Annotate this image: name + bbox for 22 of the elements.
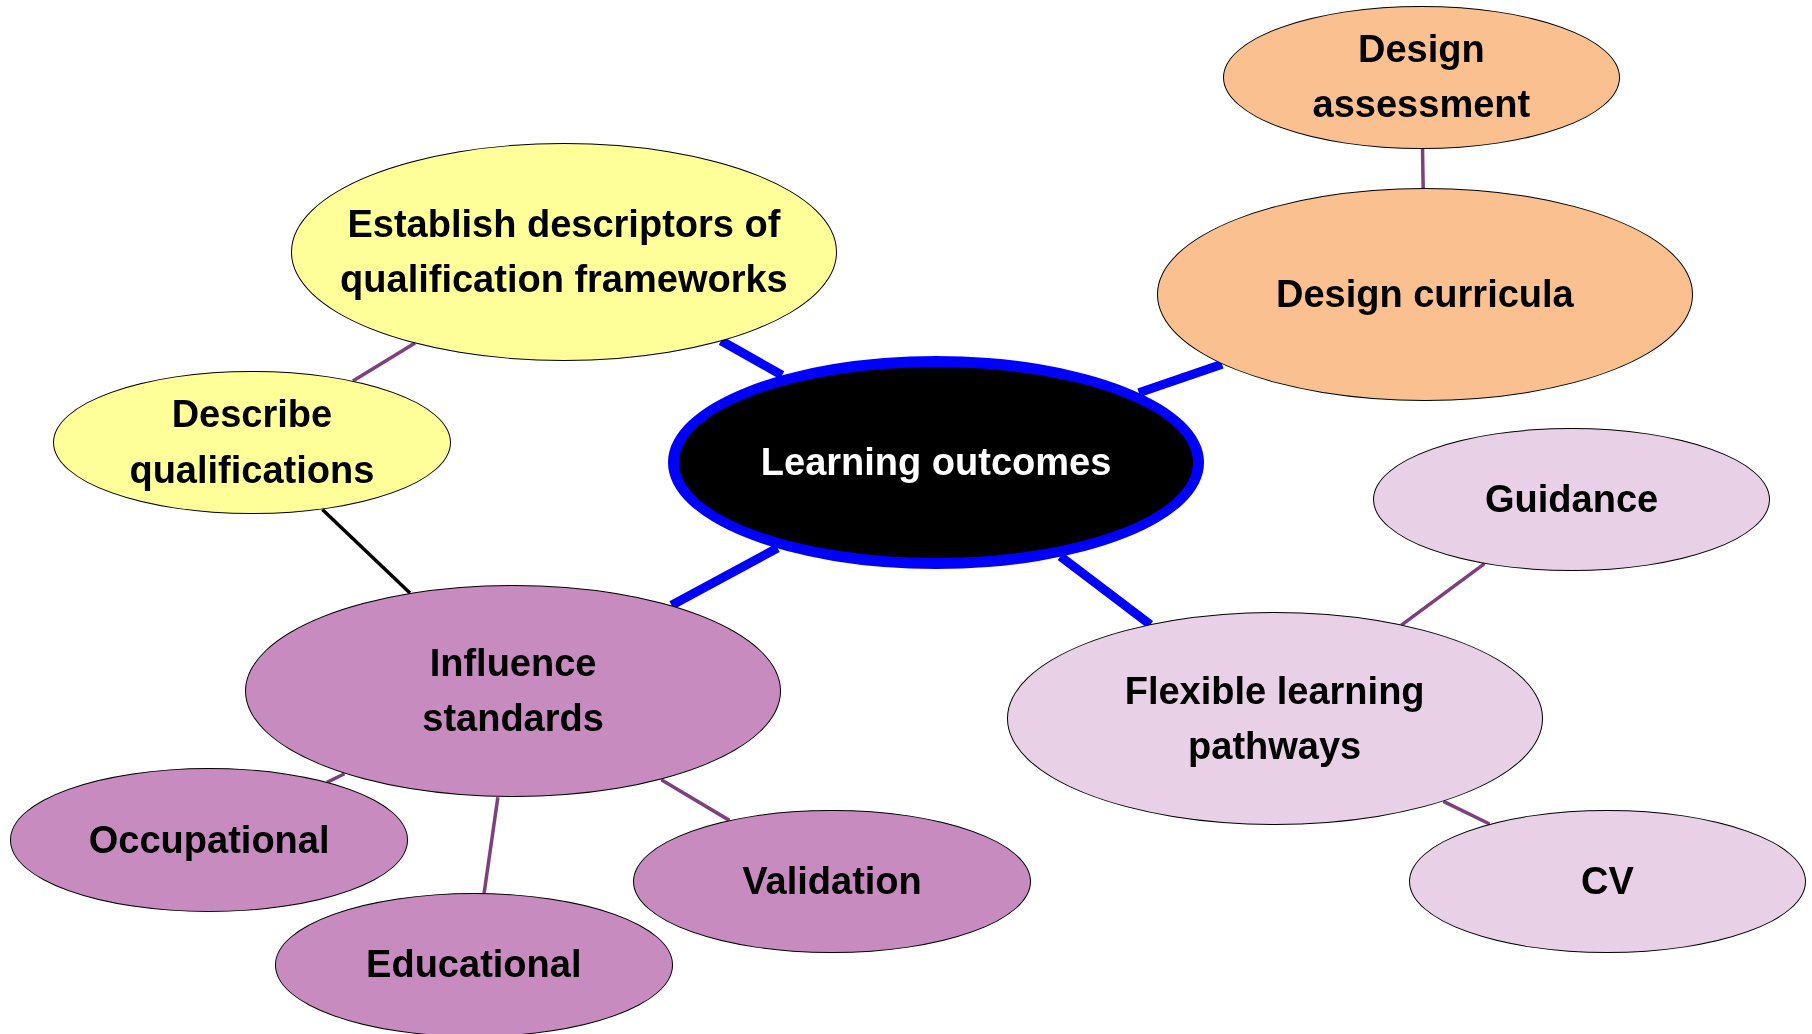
connector-line [321,508,412,595]
node-label: Educational [365,942,583,988]
node-label: Design curricula [1275,272,1575,318]
connector-line [1400,562,1486,627]
connector-line [352,341,416,383]
connector-line [1137,359,1224,397]
node-label: Occupational [87,817,331,863]
node-label: Guidance [1484,476,1660,522]
node-label: Establish descriptors of qualification frameworks [339,201,789,302]
connector-line [326,772,346,784]
node-label: Validation [741,859,923,905]
node-label: Design assessment [1311,27,1532,128]
node-label: Flexible learning pathways [1123,668,1426,769]
connector-line [660,778,731,822]
connector-line [1420,149,1425,189]
node-label: CV [1580,859,1635,905]
node-label: Influence standards [421,640,605,742]
node-label: Learning outcomes [759,439,1113,485]
node-label: Describe qualifications [128,392,376,493]
connector-line [482,796,500,894]
connector-line [669,544,780,610]
connector-line [1442,799,1491,826]
